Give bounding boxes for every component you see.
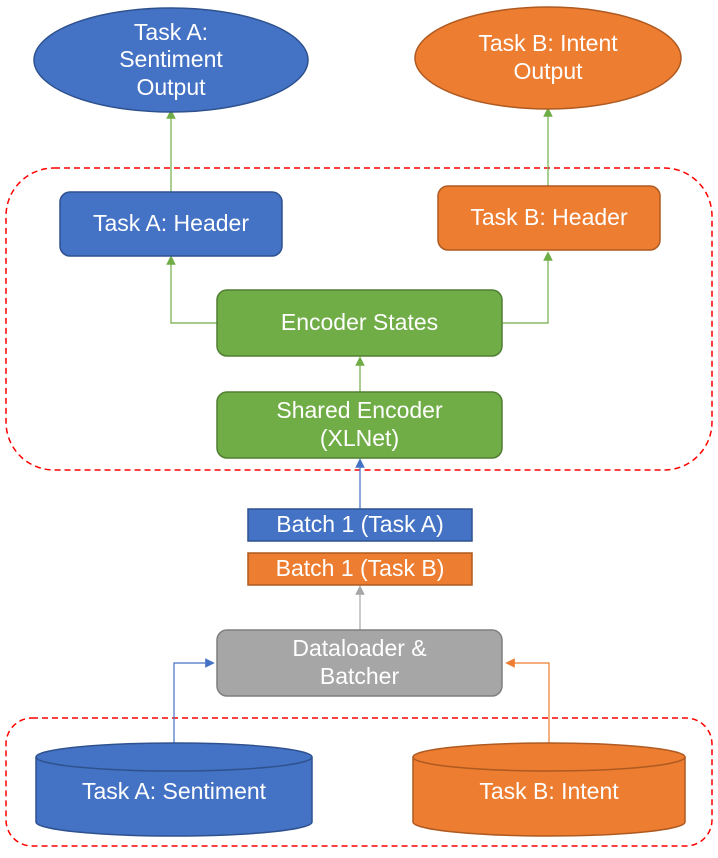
model-group-border <box>5 167 713 471</box>
arrow-dataset-b-to-dataloader <box>505 658 550 743</box>
shared-encoder-shape <box>216 391 503 459</box>
task-b-output-shape <box>414 6 682 110</box>
dataloader-shape <box>216 629 503 697</box>
encoder-states-shape <box>216 289 503 357</box>
task-a-output-shape <box>33 7 309 113</box>
arrow-encoder-states-to-header-a <box>166 255 217 324</box>
batch-task-b-shape <box>247 552 473 586</box>
task-b-header-shape <box>437 185 661 251</box>
task-a-header-shape <box>59 191 283 257</box>
datasets-group-border <box>5 717 713 847</box>
batch-task-a-shape <box>247 508 473 542</box>
dataset-a-cylinder <box>35 742 313 837</box>
arrow-encoder-states-to-header-b <box>502 251 553 324</box>
arrow-dataset-a-to-dataloader <box>173 658 215 743</box>
dataset-b-cylinder <box>412 742 686 837</box>
